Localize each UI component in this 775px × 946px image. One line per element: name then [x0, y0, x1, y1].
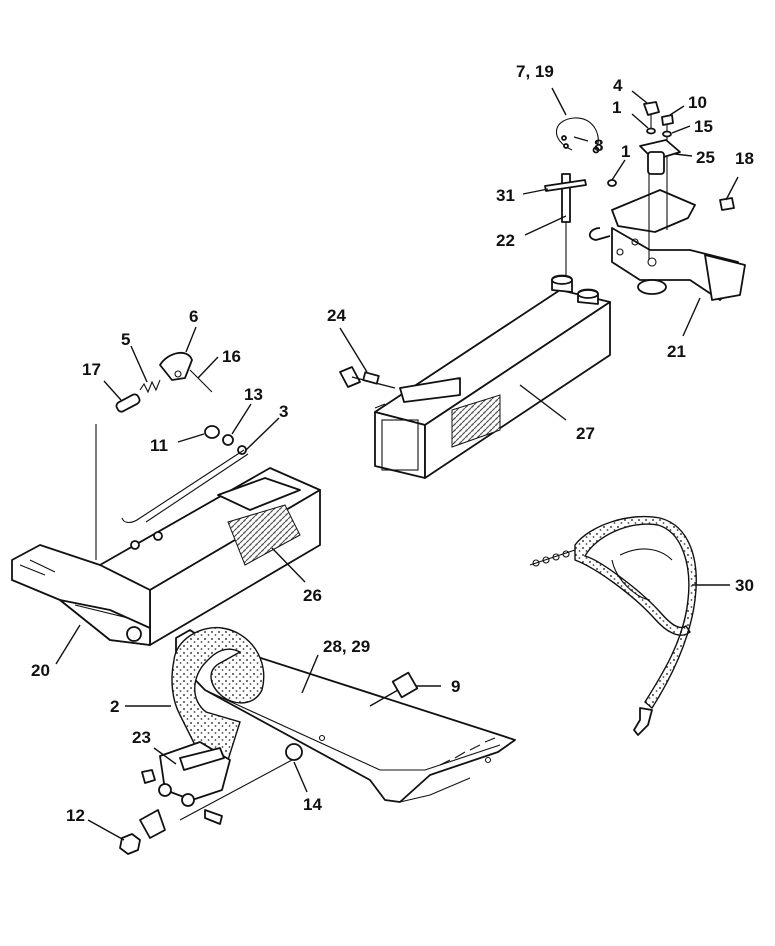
tow-bar-base [11, 467, 321, 646]
callout-6: 6 [189, 307, 198, 326]
clevis [139, 809, 223, 839]
callout-1-mid: 1 [621, 142, 630, 161]
bolt [643, 101, 674, 260]
callout-12: 12 [66, 806, 85, 825]
lockwasher [607, 127, 672, 187]
callout-15: 15 [694, 117, 713, 136]
lock-nut [119, 833, 141, 855]
callout-3: 3 [279, 402, 288, 421]
callout-16: 16 [222, 347, 241, 366]
callout-30: 30 [735, 576, 754, 595]
callout-1-top: 1 [612, 98, 621, 117]
spring-pin [95, 393, 141, 560]
latch-arm [159, 351, 213, 393]
cable-hook [121, 449, 249, 524]
callout-23: 23 [132, 728, 151, 747]
pin-bracket [588, 189, 746, 301]
callout-24: 24 [327, 306, 346, 325]
callout-labels: 7, 19 4 10 1 15 8 1 25 18 31 22 21 24 6 … [31, 62, 754, 825]
chain-sling [529, 515, 697, 736]
t-handle-pin [339, 366, 396, 409]
hex-bolt [369, 671, 419, 707]
hitch-pin [544, 173, 587, 285]
receiver-tube [374, 274, 611, 479]
callout-31: 31 [496, 186, 515, 205]
callout-8: 8 [594, 136, 603, 155]
leader-lines [55, 87, 739, 841]
snap-pin-lanyard [555, 117, 600, 154]
callout-10: 10 [688, 93, 707, 112]
spacer [179, 743, 303, 821]
callout-27: 27 [576, 424, 595, 443]
callout-4: 4 [613, 76, 623, 95]
callout-20: 20 [31, 661, 50, 680]
callout-5: 5 [121, 330, 130, 349]
callout-26: 26 [303, 586, 322, 605]
callout-28-29: 28, 29 [323, 637, 370, 656]
callout-14: 14 [303, 795, 322, 814]
callout-9: 9 [451, 677, 460, 696]
callout-7-19: 7, 19 [516, 62, 554, 81]
callout-11: 11 [150, 436, 168, 455]
callout-25: 25 [696, 148, 715, 167]
callout-2: 2 [110, 697, 119, 716]
nut [639, 139, 735, 211]
callout-22: 22 [496, 231, 515, 250]
tie-down-strap [171, 626, 265, 771]
callout-18: 18 [735, 149, 754, 168]
callout-13: 13 [244, 385, 263, 404]
ratchet [141, 741, 231, 807]
callout-17: 17 [82, 360, 101, 379]
spring [139, 379, 161, 394]
bushing [204, 425, 220, 439]
callout-21: 21 [667, 342, 686, 361]
